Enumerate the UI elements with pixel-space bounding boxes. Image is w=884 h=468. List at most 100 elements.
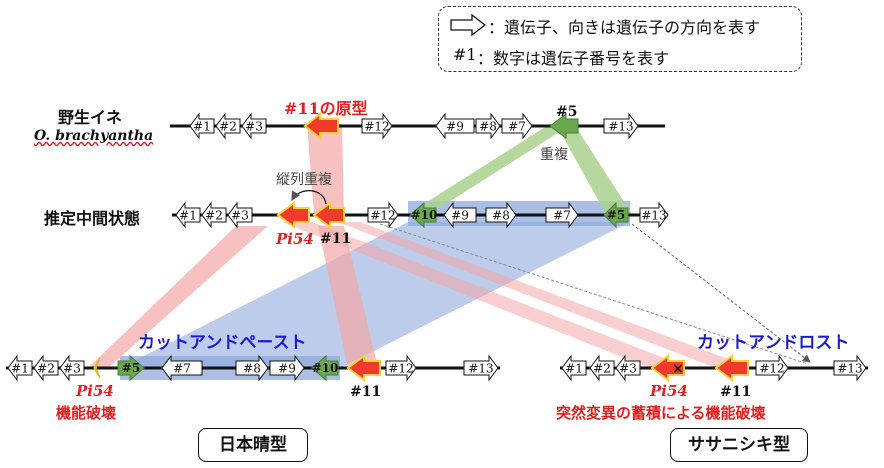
gene-5-wild bbox=[549, 113, 579, 139]
cut-paste-label: カットアンドペースト bbox=[138, 333, 307, 353]
gene-sasanishiki-2: #2 bbox=[589, 354, 615, 382]
gene-nipponbare-7-label: #7 bbox=[173, 362, 191, 376]
gene-sasanishiki-1-label: #1 bbox=[565, 362, 583, 376]
gene-intermediate-9-label: #9 bbox=[451, 209, 469, 223]
gene-nipponbare-2-label: #2 bbox=[37, 362, 55, 376]
genes-intermediate: #1 #2 #3 #12 #9 #8 #7 #13 bbox=[175, 201, 669, 229]
gene-nipponbare-3: #3 bbox=[59, 354, 85, 382]
gene-wild-7: #7 bbox=[501, 112, 533, 140]
pi54-left-label: Pi54 bbox=[76, 382, 114, 400]
gene-nipponbare-7: #7 bbox=[161, 354, 203, 382]
gene-nipponbare-12: #12 bbox=[385, 354, 417, 382]
gene-arrow-icon bbox=[450, 14, 486, 36]
cultivar-nipponbare: 日本晴型 bbox=[198, 428, 308, 462]
gene11-left-label: #11 bbox=[350, 384, 382, 400]
mutation-x-mark: × bbox=[672, 361, 684, 377]
gene-nipponbare-13: #13 bbox=[463, 354, 499, 382]
gene11-right-label: #11 bbox=[720, 384, 752, 400]
genes-wild: #1 #2 #3 #12 #9 #8 #7 #13 bbox=[189, 112, 639, 140]
legend-number-text: ：数字は遺伝子番号を表す bbox=[477, 49, 670, 68]
gene-wild-9: #9 bbox=[435, 112, 475, 140]
gene-intermediate-9: #9 bbox=[443, 201, 477, 229]
gene-nipponbare-9: #9 bbox=[269, 354, 305, 382]
gene-wild-8: #8 bbox=[475, 112, 501, 140]
gene-sasanishiki-1: #1 bbox=[561, 354, 587, 382]
gene-11-prototype-wild bbox=[303, 111, 339, 141]
gene-intermediate-12: #12 bbox=[367, 201, 399, 229]
cut-lost-dashed-line bbox=[631, 223, 811, 363]
gene-wild-13-label: #13 bbox=[608, 120, 633, 134]
gene-wild-12-label: #12 bbox=[364, 120, 389, 134]
gene-nipponbare-2: #2 bbox=[33, 354, 59, 382]
gene-wild-9-label: #9 bbox=[446, 120, 464, 134]
gene-11-sasanishiki bbox=[714, 354, 749, 382]
gene-intermediate-13: #13 bbox=[639, 201, 669, 229]
gene-intermediate-10-label: #10 bbox=[411, 208, 438, 222]
green-duplication-band bbox=[408, 124, 632, 214]
tandem-duplication-label: 縦列重複 bbox=[276, 172, 332, 188]
gene-intermediate-13-label: #13 bbox=[641, 209, 666, 223]
gene-intermediate-2-label: #2 bbox=[205, 209, 223, 223]
gene-wild-1: #1 bbox=[189, 112, 215, 140]
gene-nipponbare-12-label: #12 bbox=[388, 362, 413, 376]
gene-sasanishiki-3-label: #3 bbox=[619, 362, 637, 376]
tandem-duplication-arrow bbox=[291, 190, 327, 205]
gene-wild-2: #2 bbox=[215, 112, 241, 140]
gene-5-nipponbare bbox=[117, 354, 145, 382]
gene-nipponbare-8-label: #8 bbox=[243, 362, 261, 376]
gene5-label: #5 bbox=[556, 104, 578, 120]
gene-wild-12: #12 bbox=[361, 112, 393, 140]
gene-pi54-sasanishiki bbox=[650, 354, 685, 382]
gene-10-nipponbare bbox=[311, 354, 339, 382]
legend-box bbox=[438, 6, 802, 72]
cultivar-sasanishiki: ササニシキ型 bbox=[670, 428, 808, 462]
mutation-loss-label: 突然変異の蓄積による機能破壊 bbox=[556, 404, 766, 422]
gene-intermediate-8: #8 bbox=[485, 201, 517, 229]
gene-intermediate-3-label: #3 bbox=[231, 209, 249, 223]
gene-pi54-broken-nipponbare bbox=[93, 357, 101, 379]
pi54-label: Pi54 bbox=[276, 230, 314, 248]
gene-nipponbare-10-label: #10 bbox=[312, 361, 339, 375]
row-label-intermediate: 推定中間状態 bbox=[44, 209, 141, 228]
gene-nipponbare-3-label: #3 bbox=[63, 362, 81, 376]
gene-wild-8-label: #8 bbox=[479, 120, 497, 134]
gene-intermediate-12-label: #12 bbox=[370, 209, 395, 223]
gene-5-intermediate bbox=[603, 201, 629, 229]
gene-nipponbare-5-label: #5 bbox=[122, 361, 140, 375]
gene-intermediate-7-label: #7 bbox=[553, 209, 571, 223]
gene-nipponbare-1-label: #1 bbox=[11, 362, 29, 376]
gene-sasanishiki-13: #13 bbox=[833, 354, 867, 382]
legend-number-key: #1 bbox=[453, 45, 477, 64]
gene-wild-2-label: #2 bbox=[219, 120, 237, 134]
gene-wild-3: #3 bbox=[241, 112, 267, 140]
gene-intermediate-7: #7 bbox=[545, 201, 579, 229]
species-name: O. brachyantha bbox=[34, 128, 154, 144]
gene-11-intermediate bbox=[312, 201, 345, 229]
genes-nipponbare: #1 #2 #3 #7 #8 #9 #12 #13 bbox=[7, 354, 499, 382]
cut-lost-dashed-line-2 bbox=[379, 223, 809, 365]
gene-nipponbare-1: #1 bbox=[7, 354, 33, 382]
gene-sasanishiki-2-label: #2 bbox=[593, 362, 611, 376]
gene-intermediate-2: #2 bbox=[201, 201, 227, 229]
gene-10-intermediate bbox=[409, 201, 437, 229]
duplication-label: 重複 bbox=[540, 147, 568, 163]
gene-nipponbare-8: #8 bbox=[235, 354, 269, 382]
gene-wild-7-label: #7 bbox=[508, 120, 526, 134]
gene-sasanishiki-3: #3 bbox=[615, 354, 641, 382]
gene-intermediate-1: #1 bbox=[175, 201, 201, 229]
gene-wild-1-label: #1 bbox=[193, 120, 211, 134]
gene-pi54-intermediate bbox=[276, 201, 310, 229]
gene-sasanishiki-12: #12 bbox=[755, 354, 789, 382]
gene-intermediate-3: #3 bbox=[227, 201, 253, 229]
red-translocation-bands bbox=[88, 124, 752, 368]
gene11-label: #11 bbox=[320, 231, 352, 247]
origin-11-label: #11の原型 bbox=[284, 99, 368, 118]
gene-intermediate-8-label: #8 bbox=[492, 209, 510, 223]
gene-wild-3-label: #3 bbox=[245, 120, 263, 134]
pi54-right-label: Pi54 bbox=[650, 382, 688, 400]
gene-intermediate-1-label: #1 bbox=[179, 209, 197, 223]
cut-lost-label: カットアンドロスト bbox=[697, 333, 850, 353]
gene-nipponbare-13-label: #13 bbox=[468, 362, 493, 376]
loss-function-label: 機能破壊 bbox=[56, 404, 117, 422]
